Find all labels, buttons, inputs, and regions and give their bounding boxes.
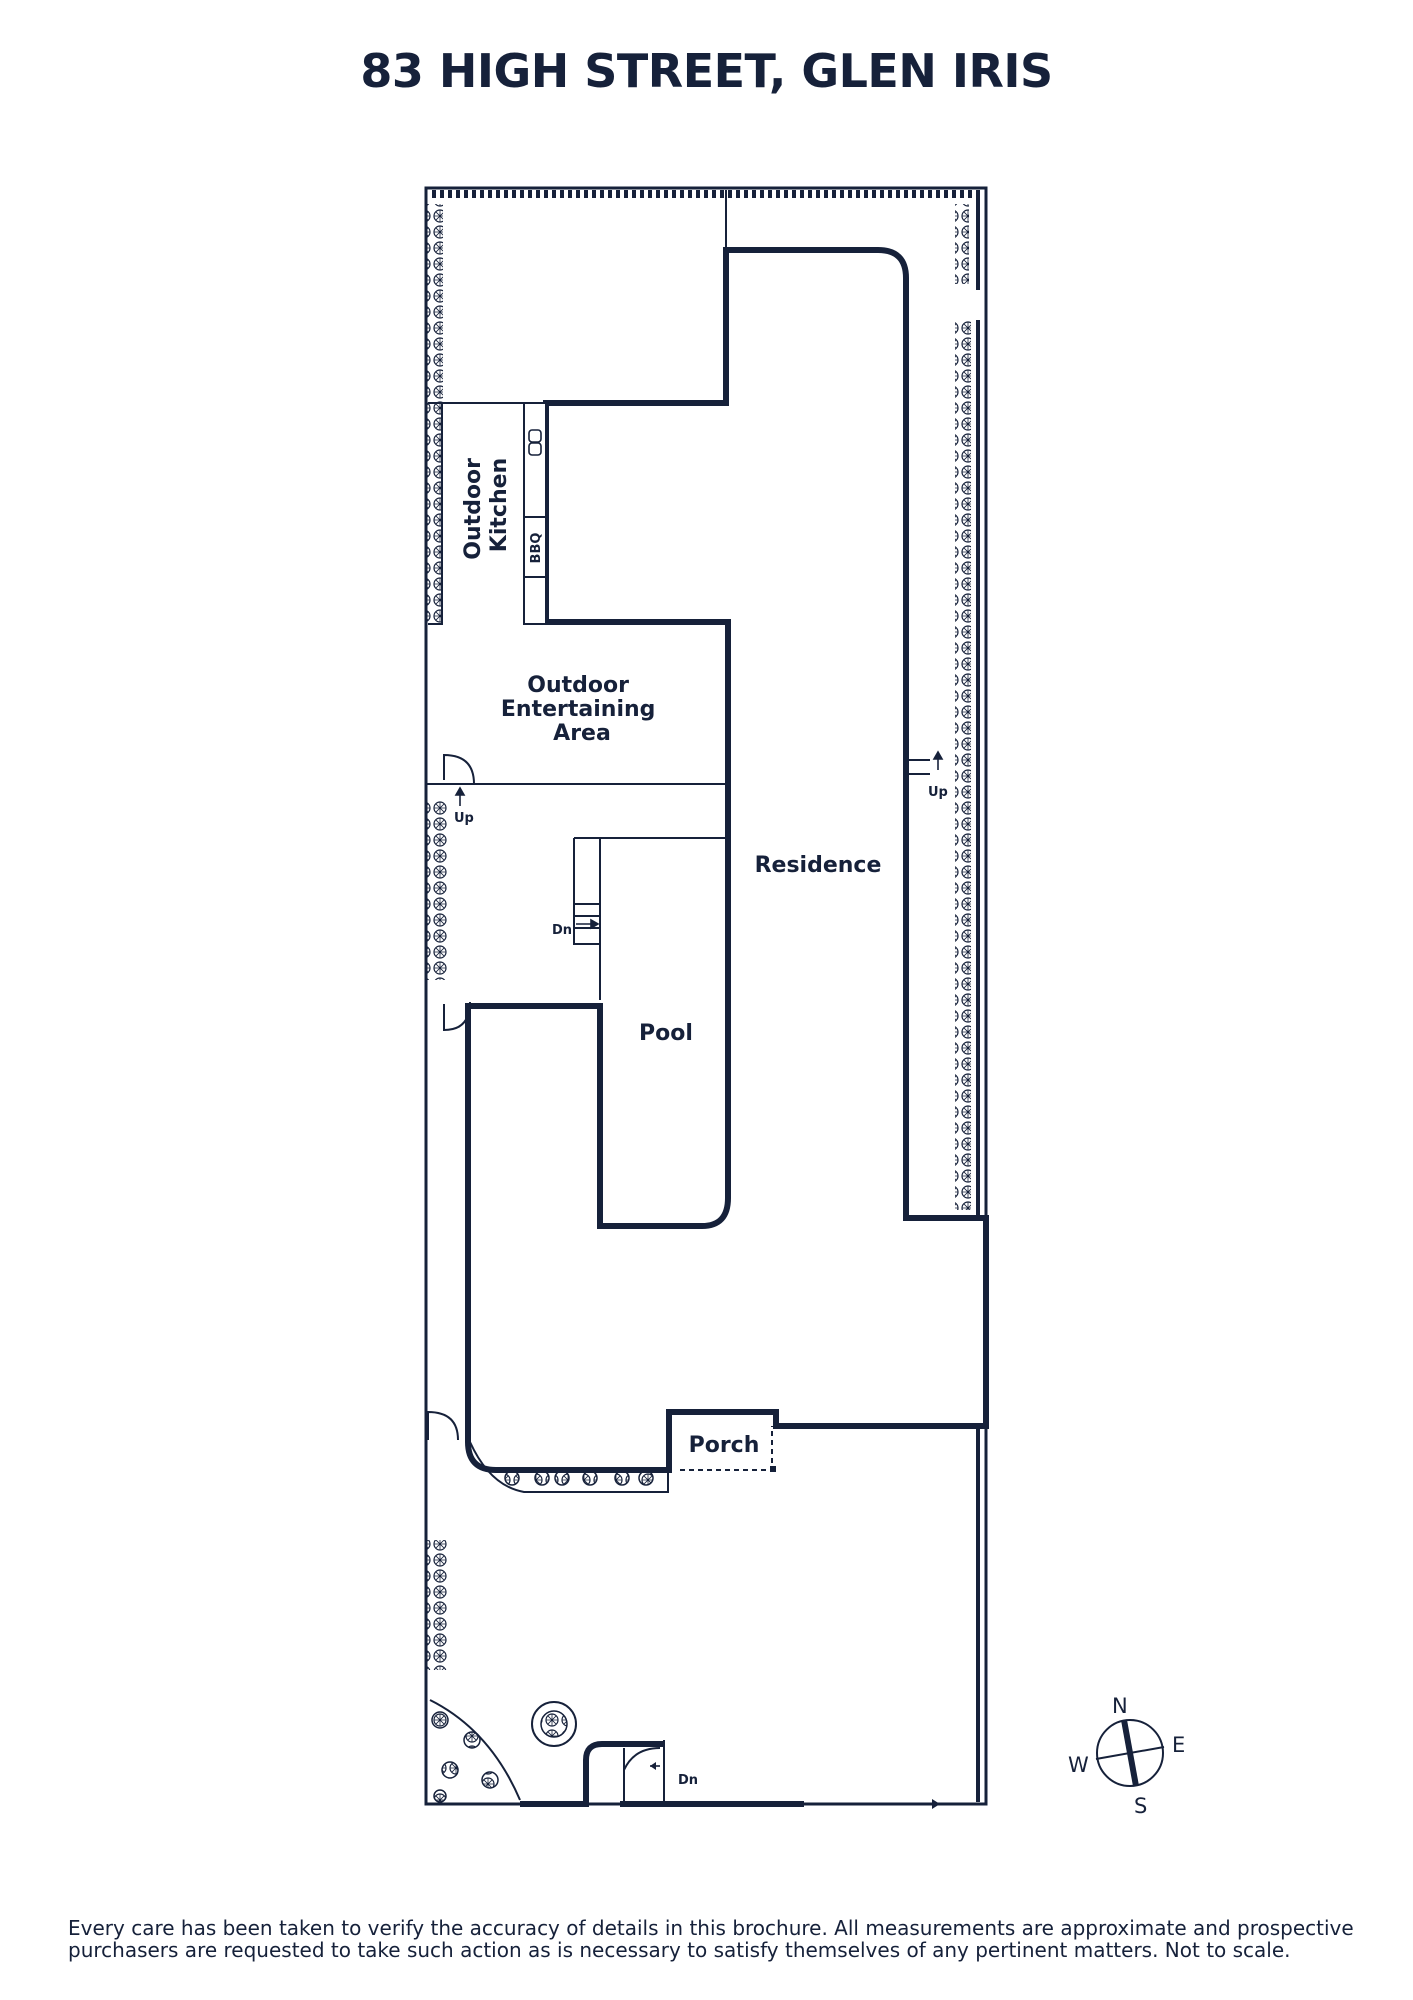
dn-front-label: Dn	[678, 1773, 698, 1788]
outdoor-kitchen-line-1: Outdoor	[461, 458, 486, 560]
room-labels: Outdoor Kitchen Outdoor Entertaining Are…	[461, 450, 882, 1458]
bbq-bench: BBQ	[523, 402, 547, 625]
front-wall	[520, 1740, 940, 1809]
internal-walls	[426, 190, 930, 1000]
disclaimer-line-2: purchasers are requested to take such ac…	[68, 1938, 1291, 1962]
porch-label: Porch	[689, 1433, 760, 1458]
up-left-label: Up	[454, 811, 474, 826]
bbq-label: BBQ	[529, 533, 544, 564]
front-garden	[427, 1540, 577, 1803]
compass-w: W	[1068, 1753, 1089, 1777]
boundary-fence	[430, 190, 982, 1802]
dn-pool-label: Dn	[552, 923, 572, 938]
compass-rose: N E S W	[1068, 1694, 1185, 1818]
pool-stairs	[573, 903, 601, 945]
outdoor-kitchen-label: Outdoor Kitchen	[461, 450, 512, 559]
outdoor-entertaining-line-2: Entertaining	[501, 697, 656, 722]
up-right-label: Up	[928, 785, 948, 800]
plan-title: 83 HIGH STREET, GLEN IRIS	[360, 44, 1053, 98]
residence-label: Residence	[755, 853, 882, 878]
front-planting	[504, 1470, 654, 1486]
outdoor-kitchen-line-2: Kitchen	[487, 458, 512, 552]
site-boundary	[424, 186, 988, 1806]
disclaimer: Every care has been taken to verify the …	[68, 1917, 1368, 1961]
compass-e: E	[1172, 1733, 1185, 1757]
disclaimer-line-1: Every care has been taken to verify the …	[68, 1916, 1354, 1940]
pool-label: Pool	[639, 1021, 693, 1046]
outdoor-entertaining-line-1: Outdoor	[527, 673, 629, 698]
stair-arrows	[454, 750, 944, 930]
porch-edge	[680, 1426, 776, 1472]
compass-s: S	[1134, 1794, 1147, 1818]
outdoor-entertaining-line-3: Area	[553, 721, 611, 746]
residence-outline	[465, 247, 989, 1473]
outdoor-entertaining-label: Outdoor Entertaining Area	[501, 673, 663, 746]
stair-labels: Up Up Dn Dn	[454, 785, 948, 1788]
doors	[427, 753, 669, 1493]
compass-n: N	[1112, 1694, 1128, 1718]
hedge-planting	[427, 204, 971, 1210]
